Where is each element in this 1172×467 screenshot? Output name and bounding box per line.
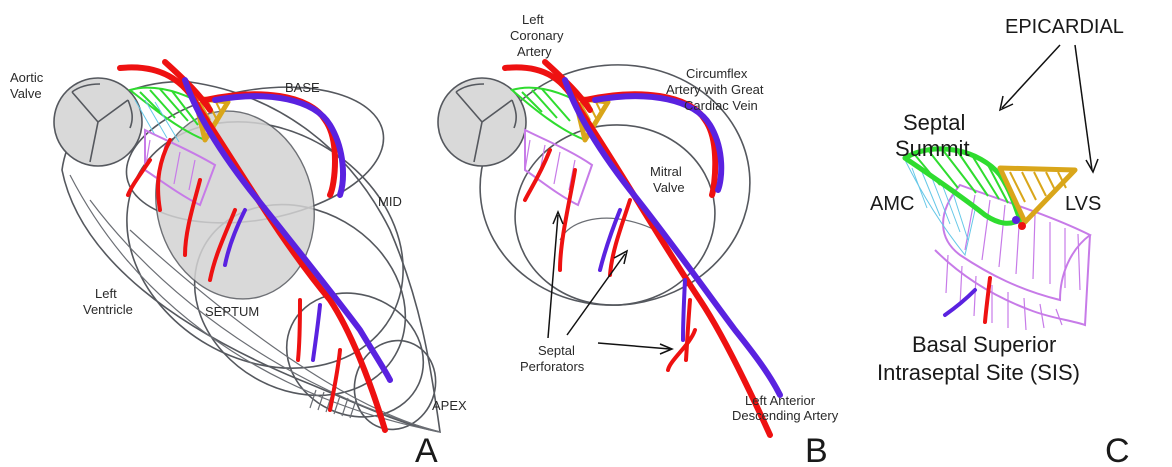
lca-label: Left bbox=[522, 12, 544, 27]
lca-label: Artery bbox=[517, 44, 552, 59]
circumflex-label: Cardiac Vein bbox=[684, 98, 758, 113]
lad-label: Descending Artery bbox=[732, 408, 839, 423]
left-ventricle-label: Left bbox=[95, 286, 117, 301]
apex-label: APEX bbox=[432, 398, 467, 413]
circumflex-label: Artery with Great bbox=[666, 82, 764, 97]
panel-c: EPICARDIAL Septal Summit AMC LVS Basal S… bbox=[870, 16, 1130, 467]
lvs-label: LVS bbox=[1065, 193, 1101, 215]
septum-region bbox=[135, 93, 335, 317]
mitral-valve-label: Valve bbox=[653, 180, 685, 195]
amc-region-c bbox=[905, 160, 975, 255]
septal-summit-label: Septal bbox=[903, 110, 965, 135]
septal-summit-label: Summit bbox=[895, 136, 970, 161]
apex-ring bbox=[342, 329, 448, 441]
aortic-valve bbox=[54, 78, 142, 166]
circumflex-label: Circumflex bbox=[686, 66, 748, 81]
mid-label: MID bbox=[378, 194, 402, 209]
apical-ring bbox=[266, 271, 444, 439]
lad-label: Left Anterior bbox=[745, 393, 816, 408]
amc-label: AMC bbox=[870, 193, 914, 215]
epicardial-arrows bbox=[1000, 45, 1098, 172]
panel-letter-b: B bbox=[805, 432, 828, 467]
artery-dot bbox=[1018, 222, 1026, 230]
lca-label: Coronary bbox=[510, 28, 564, 43]
panel-letter-c: C bbox=[1105, 432, 1130, 467]
arteries-b bbox=[505, 62, 770, 435]
septum-label: SEPTUM bbox=[205, 304, 259, 319]
septal-perforators-label: Perforators bbox=[520, 359, 585, 374]
left-ventricle-label: Ventricle bbox=[83, 302, 133, 317]
base-label: BASE bbox=[285, 80, 320, 95]
mitral-valve-label: Mitral bbox=[650, 164, 682, 179]
panel-letter-a: A bbox=[415, 432, 438, 467]
artery-stump-c bbox=[985, 278, 990, 322]
panel-b: Left Coronary Artery Circumflex Artery w… bbox=[438, 12, 839, 467]
aortic-valve-label: Aortic bbox=[10, 70, 44, 85]
epicardial-label: EPICARDIAL bbox=[1005, 16, 1124, 38]
sis-label: Basal Superior bbox=[912, 332, 1056, 357]
aortic-valve-label: Valve bbox=[10, 86, 42, 101]
sis-label: Intraseptal Site (SIS) bbox=[877, 360, 1080, 385]
vein-dot bbox=[1012, 216, 1020, 224]
vein-stump-c bbox=[945, 290, 975, 315]
septal-perforators-label: Septal bbox=[538, 343, 575, 358]
panel-a: Aortic Valve BASE MID Left Ventricle SEP… bbox=[10, 62, 467, 467]
